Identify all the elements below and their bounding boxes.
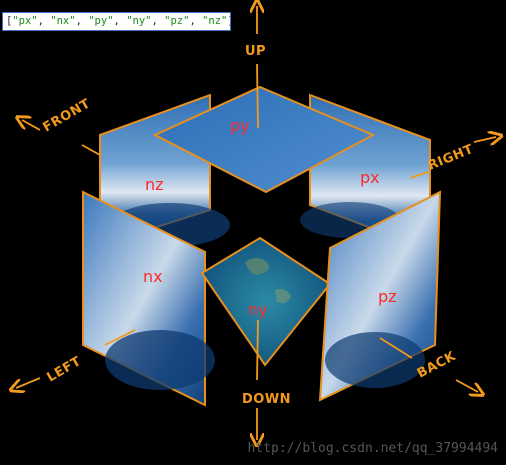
back-axis-line	[379, 337, 413, 359]
code-open-bracket: [	[6, 15, 13, 27]
left-axis-line	[104, 329, 136, 346]
cubemap-order-code: ["px", "nx", "py", "ny", "pz", "nz"];	[2, 12, 231, 31]
down-axis-line	[256, 319, 259, 381]
watermark: http://blog.csdn.net/qq_37994494	[247, 441, 498, 456]
right-label: RIGHT	[426, 142, 476, 174]
top-face: py	[152, 85, 376, 194]
back-face: pz	[318, 190, 442, 402]
bottom-face: ny	[200, 236, 332, 367]
left-face: nx	[82, 190, 215, 407]
right-face-label: px	[360, 168, 380, 187]
left-label: LEFT	[45, 354, 84, 385]
up-axis-line	[256, 63, 259, 129]
code-string-item: "nz"	[202, 15, 228, 27]
front-label: FRONT	[41, 96, 94, 135]
code-string-item: "pz"	[164, 15, 190, 27]
right-axis-line	[409, 171, 429, 179]
front-axis-line	[81, 144, 101, 156]
code-close: ];	[227, 15, 230, 27]
left-arrow	[16, 377, 41, 388]
code-string-item: "ny"	[126, 15, 152, 27]
code-separator: ,	[75, 15, 89, 27]
top-face-label: py	[230, 116, 250, 135]
code-string-item: "py"	[88, 15, 114, 27]
bottom-face-label: ny	[248, 300, 268, 319]
right-arrow	[473, 137, 496, 142]
direction-arrows	[16, 6, 496, 440]
front-arrow	[22, 120, 41, 131]
down-label: DOWN	[242, 392, 291, 407]
code-separator: ,	[189, 15, 203, 27]
code-separator: ,	[151, 15, 165, 27]
up-label: UP	[245, 44, 266, 59]
left-face-label: nx	[143, 267, 163, 286]
code-separator: ,	[37, 15, 51, 27]
code-string-item: "nx"	[50, 15, 76, 27]
code-separator: ,	[113, 15, 127, 27]
back-face-label: pz	[378, 287, 397, 306]
back-arrow	[455, 379, 478, 392]
front-face-label: nz	[145, 175, 164, 194]
code-string-item: "px"	[12, 15, 38, 27]
